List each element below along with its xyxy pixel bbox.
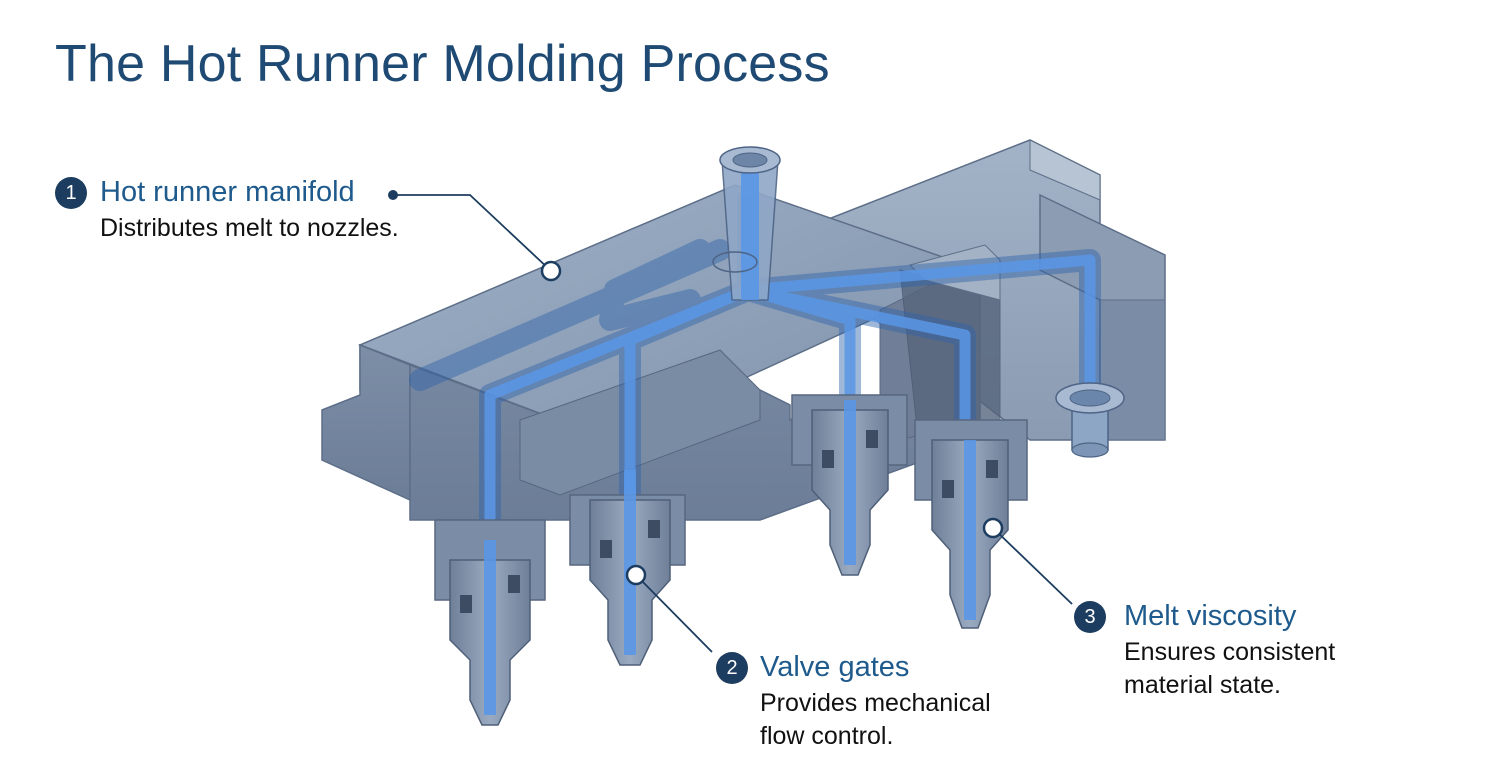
outlet-port — [1055, 382, 1125, 458]
callout-desc: flow control. — [760, 722, 894, 750]
nozzle-4 — [914, 419, 1028, 629]
callout-badge: 2 — [716, 652, 748, 684]
callout-badge: 3 — [1074, 601, 1106, 633]
callout-desc: Distributes melt to nozzles. — [100, 214, 399, 242]
callout-badge: 1 — [55, 177, 87, 209]
nozzle-3 — [791, 394, 908, 576]
callout-desc: material state. — [1124, 671, 1282, 699]
nozzle-2 — [569, 470, 686, 666]
nozzle-1 — [434, 519, 546, 726]
callout-desc: Provides mechanical — [760, 689, 991, 717]
callout-title: Hot runner manifold — [100, 176, 355, 208]
leader-dots — [388, 190, 1004, 586]
page-title: The Hot Runner Molding Process — [55, 35, 830, 93]
callout-title: Valve gates — [760, 651, 910, 683]
callout-desc: Ensures consistent — [1124, 638, 1336, 666]
leader-lines — [393, 194, 1073, 653]
callout-title: Melt viscosity — [1124, 600, 1297, 632]
sprue-inlet — [712, 146, 781, 301]
